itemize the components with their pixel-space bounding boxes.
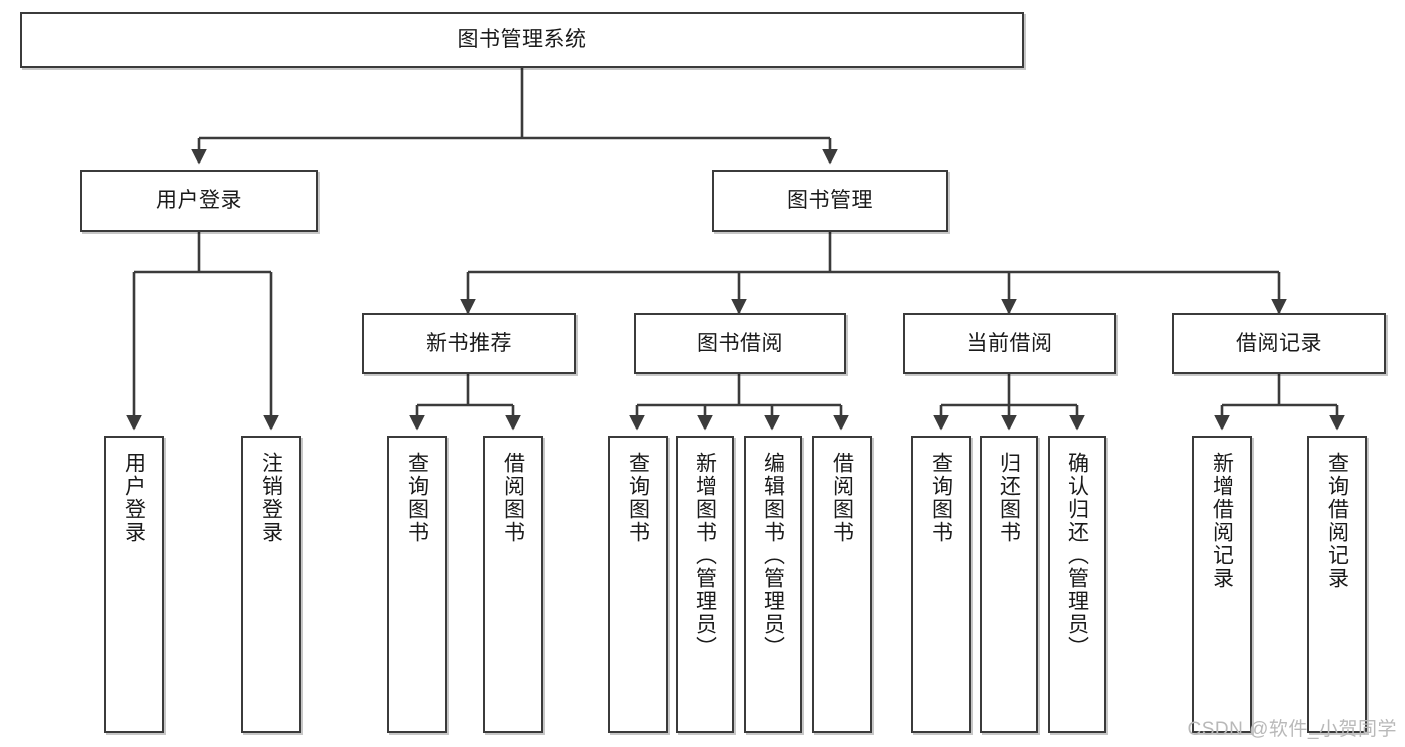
node-leaf-add-book-label: 新增图书（管理员） — [693, 452, 717, 659]
node-leaf-return-book-label: 归还图书 — [997, 452, 1021, 544]
node-new-book-recommend-label: 新书推荐 — [426, 331, 512, 355]
node-leaf-query-record[interactable]: 查询借阅记录 — [1307, 436, 1367, 733]
node-leaf-logout-label: 注销登录 — [259, 452, 283, 544]
node-leaf-user-login[interactable]: 用户登录 — [104, 436, 164, 733]
node-borrow-record-label: 借阅记录 — [1236, 331, 1322, 355]
node-leaf-query-book-1[interactable]: 查询图书 — [387, 436, 447, 733]
node-new-book-recommend[interactable]: 新书推荐 — [362, 313, 576, 374]
node-book-manage[interactable]: 图书管理 — [712, 170, 948, 232]
node-leaf-add-record-label: 新增借阅记录 — [1210, 452, 1234, 590]
node-leaf-return-book[interactable]: 归还图书 — [980, 436, 1038, 733]
node-leaf-borrow-book-2-label: 借阅图书 — [830, 452, 854, 544]
node-book-borrow-label: 图书借阅 — [697, 331, 783, 355]
node-book-borrow[interactable]: 图书借阅 — [634, 313, 846, 374]
node-leaf-borrow-book-1-label: 借阅图书 — [501, 452, 525, 544]
node-leaf-add-book[interactable]: 新增图书（管理员） — [676, 436, 734, 733]
node-leaf-query-book-3-label: 查询图书 — [929, 452, 953, 544]
node-leaf-edit-book[interactable]: 编辑图书（管理员） — [744, 436, 802, 733]
node-leaf-confirm-return[interactable]: 确认归还（管理员） — [1048, 436, 1106, 733]
node-leaf-query-record-label: 查询借阅记录 — [1325, 452, 1349, 590]
node-borrow-record[interactable]: 借阅记录 — [1172, 313, 1386, 374]
node-root[interactable]: 图书管理系统 — [20, 12, 1024, 68]
node-leaf-user-login-label: 用户登录 — [122, 452, 146, 544]
node-current-borrow[interactable]: 当前借阅 — [903, 313, 1116, 374]
node-leaf-logout[interactable]: 注销登录 — [241, 436, 301, 733]
node-leaf-query-book-3[interactable]: 查询图书 — [911, 436, 971, 733]
node-user-login[interactable]: 用户登录 — [80, 170, 318, 232]
node-current-borrow-label: 当前借阅 — [966, 331, 1053, 355]
node-leaf-borrow-book-1[interactable]: 借阅图书 — [483, 436, 543, 733]
node-leaf-query-book-1-label: 查询图书 — [405, 452, 429, 544]
node-root-label: 图书管理系统 — [457, 28, 587, 52]
node-book-manage-label: 图书管理 — [787, 189, 873, 213]
node-leaf-query-book-2[interactable]: 查询图书 — [608, 436, 668, 733]
node-leaf-add-record[interactable]: 新增借阅记录 — [1192, 436, 1252, 733]
node-user-login-label: 用户登录 — [156, 189, 242, 213]
node-leaf-edit-book-label: 编辑图书（管理员） — [761, 452, 785, 659]
node-leaf-confirm-return-label: 确认归还（管理员） — [1065, 452, 1089, 659]
node-leaf-borrow-book-2[interactable]: 借阅图书 — [812, 436, 872, 733]
node-leaf-query-book-2-label: 查询图书 — [626, 452, 650, 544]
